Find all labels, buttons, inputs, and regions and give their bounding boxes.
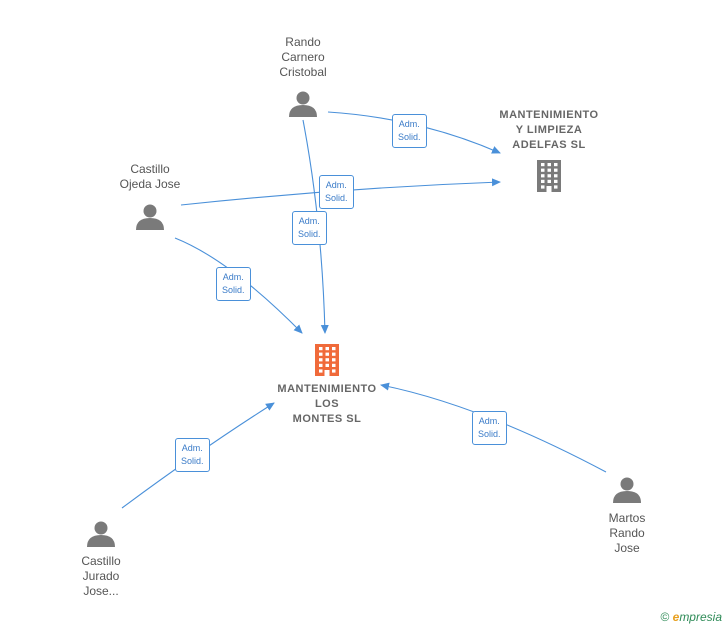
martos-person-icon[interactable] (613, 477, 641, 504)
castillo_ojeda-person-icon[interactable] (136, 204, 164, 231)
brand-name: mpresia (679, 610, 722, 624)
edge-label-rando-to-mant_montes[interactable]: Adm. Solid. (292, 211, 327, 245)
castillo_jurado-person-icon[interactable] (87, 521, 115, 548)
mant_limp-building-icon[interactable] (537, 160, 561, 192)
rando-person-icon[interactable] (289, 91, 317, 118)
node-label-mant_montes[interactable]: MANTENIMIENTO LOS MONTES SL (277, 383, 377, 425)
node-label-martos[interactable]: Martos Rando Jose (608, 511, 646, 555)
node-label-mant_limp[interactable]: MANTENIMIENTO Y LIMPIEZA ADELFAS SL (499, 109, 599, 151)
watermark: © empresia (660, 610, 722, 624)
node-label-castillo_ojeda[interactable]: Castillo Ojeda Jose (119, 162, 181, 191)
mant_montes-building-icon[interactable] (315, 344, 339, 376)
edge-label-castillo_ojeda-to-mant_limp[interactable]: Adm. Solid. (319, 175, 354, 209)
edge-label-martos-to-mant_montes[interactable]: Adm. Solid. (472, 411, 507, 445)
copyright-symbol: © (660, 610, 670, 624)
brand-initial: e (672, 610, 680, 624)
node-label-rando[interactable]: Rando Carnero Cristobal (279, 35, 327, 79)
node-label-castillo_jurado[interactable]: Castillo Jurado Jose... (81, 554, 121, 598)
edge-label-castillo_jurado-to-mant_montes[interactable]: Adm. Solid. (175, 438, 210, 472)
edge-label-rando-to-mant_limp[interactable]: Adm. Solid. (392, 114, 427, 148)
edge-label-castillo_ojeda-to-mant_montes[interactable]: Adm. Solid. (216, 267, 251, 301)
